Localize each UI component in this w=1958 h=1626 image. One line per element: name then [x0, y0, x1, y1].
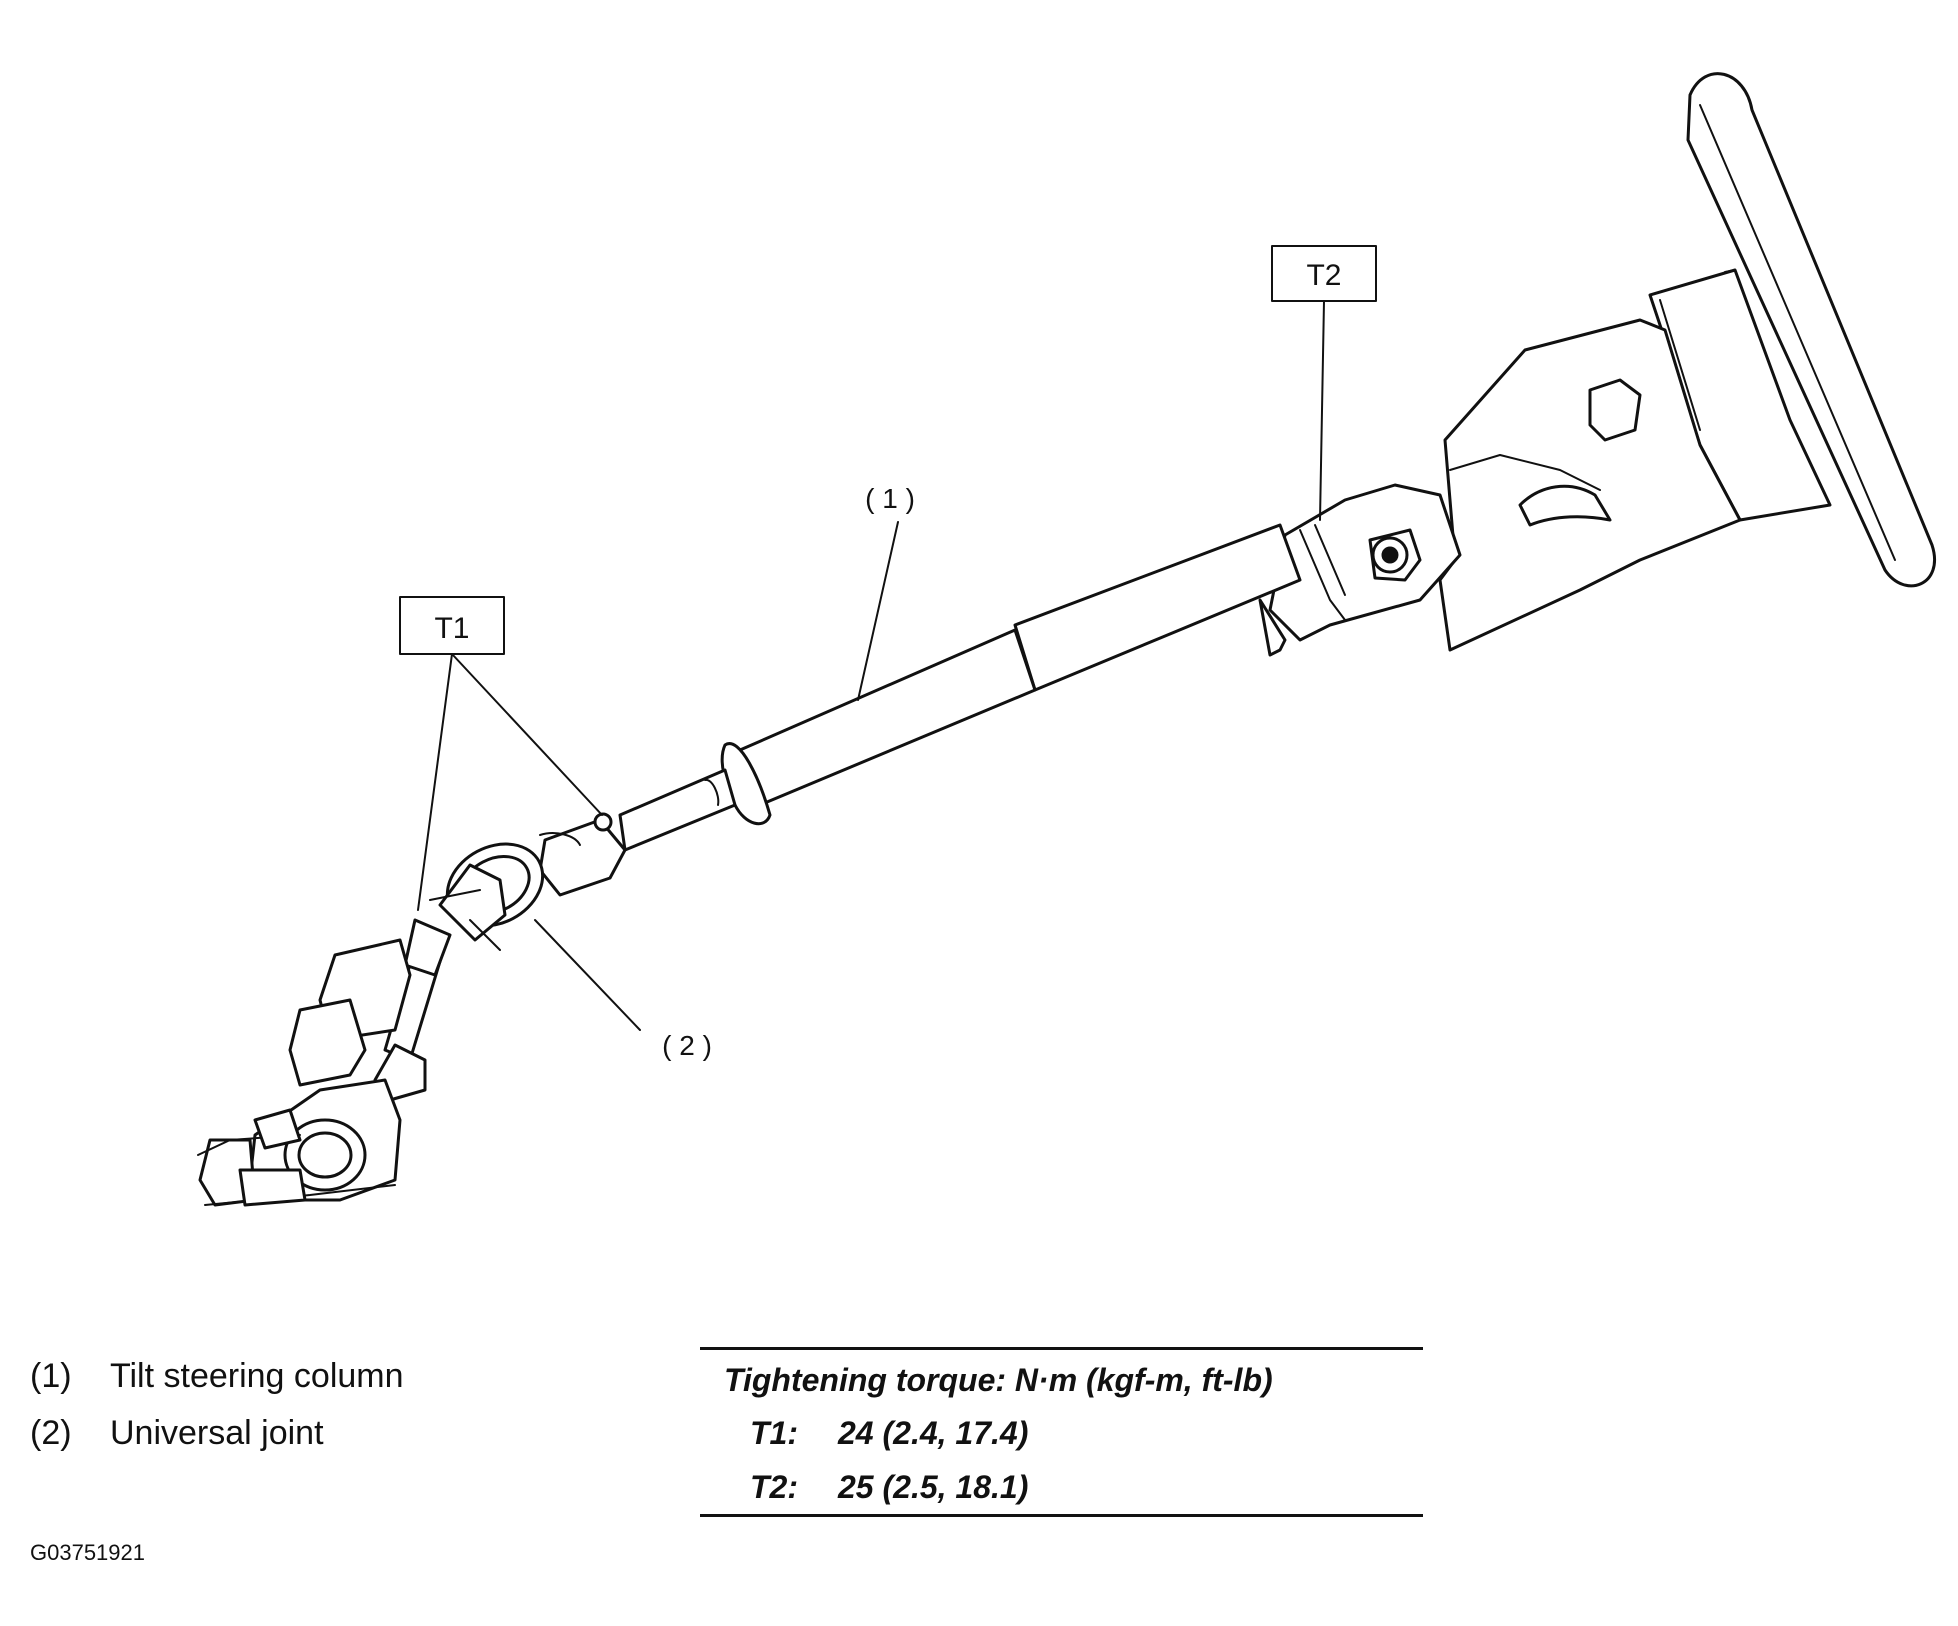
torque-bottom-rule	[700, 1514, 1423, 1517]
t1-callout: T1	[399, 596, 505, 655]
legend-label: Universal joint	[110, 1414, 324, 1452]
gearbox-flange	[197, 1078, 402, 1207]
bushing-housing	[288, 938, 412, 1087]
column-outer-tube	[720, 523, 1302, 826]
leader-lines	[417, 300, 1325, 1031]
torque-row-t2: T2: 25 (2.5, 18.1)	[700, 1460, 1423, 1514]
torque-table: Tightening torque: N·m (kgf-m, ft-lb) T1…	[700, 1347, 1423, 1517]
torque-value: 24 (2.4, 17.4)	[838, 1414, 1029, 1451]
torque-key: T1:	[750, 1414, 798, 1451]
legend-label: Tilt steering column	[110, 1357, 404, 1395]
part-2-label: ( 2 )	[662, 1030, 712, 1061]
torque-row-t1: T1: 24 (2.4, 17.4)	[700, 1406, 1423, 1460]
part-labels: ( 1 ) ( 2 )	[662, 483, 915, 1061]
legend-num: (1)	[30, 1357, 72, 1395]
column-inner-shaft	[618, 768, 737, 852]
t2-label: T2	[1306, 259, 1341, 292]
legend-num: (2)	[30, 1414, 72, 1452]
upper-yoke	[538, 812, 627, 897]
torque-top-rule	[700, 1347, 1423, 1350]
part-1-label: ( 1 )	[865, 483, 915, 514]
column-mounting-bracket	[1258, 483, 1462, 657]
universal-joint	[429, 842, 545, 951]
legend-row: (1) Tilt steering column	[30, 1348, 404, 1405]
torque-title: Tightening torque: N·m (kgf-m, ft-lb)	[724, 1362, 1273, 1398]
t2-callout: T2	[1271, 245, 1377, 302]
steering-wheel	[1686, 72, 1936, 588]
t1-label: T1	[434, 612, 469, 645]
figure-id: G03751921	[30, 1540, 145, 1565]
parts-legend: (1) Tilt steering column (2) Universal j…	[30, 1348, 404, 1462]
torque-key: T2:	[750, 1468, 798, 1505]
steering-column-diagram: T2 T1 ( 1 ) ( 2 )	[197, 72, 1936, 1207]
column-upper-housing	[1438, 268, 1832, 652]
torque-value: 25 (2.5, 18.1)	[838, 1468, 1029, 1505]
legend-row: (2) Universal joint	[30, 1405, 404, 1462]
